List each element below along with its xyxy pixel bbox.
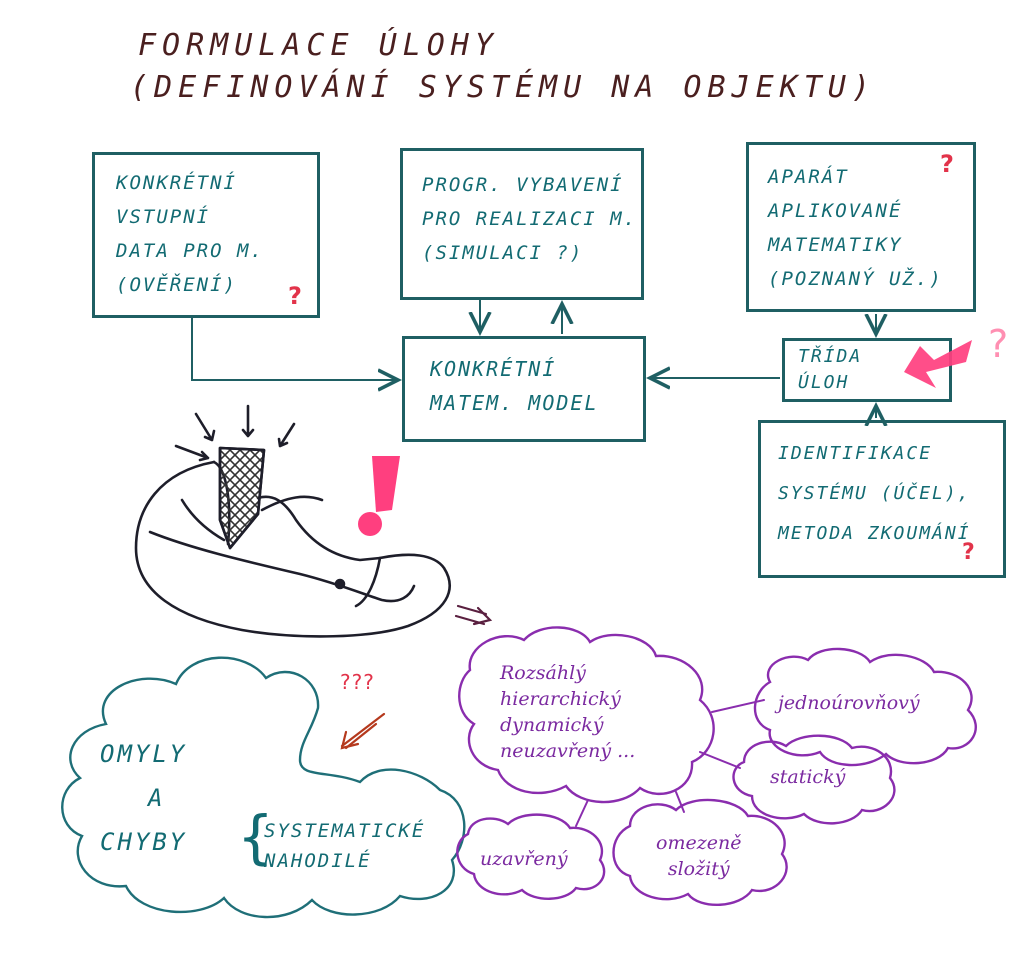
connector-input-to-model xyxy=(191,318,398,380)
shoe-drawing xyxy=(134,404,451,638)
limited-cloud xyxy=(612,798,788,906)
input-data-line: (OVĚŘENÍ) xyxy=(116,274,237,296)
model-line: KONKRÉTNÍ xyxy=(430,357,557,381)
closed-cloud xyxy=(456,813,606,900)
math-apparatus-line: APARÁT xyxy=(768,166,849,188)
errors-line: A xyxy=(148,784,166,812)
model-line: MATEM. MODEL xyxy=(430,391,599,415)
limited-line: omezeně xyxy=(656,832,742,854)
main-property-line: dynamický xyxy=(500,714,604,736)
input-data-line: VSTUPNÍ xyxy=(116,206,211,228)
errors-line: OMYLY xyxy=(100,740,188,768)
task-class-line: ÚLOH xyxy=(798,372,850,393)
task-class-question-mark: ? xyxy=(988,322,1009,366)
arrows-to-errors xyxy=(340,712,386,750)
closed-text: uzavřený xyxy=(480,848,568,870)
errors-cloud xyxy=(61,656,466,919)
software-line: PRO REALIZACI M. xyxy=(422,208,638,230)
math-apparatus-text: APARÁT APLIKOVANÉ MATEMATIKY (POZNANÝ UŽ… xyxy=(768,160,943,296)
input-data-question-mark: ? xyxy=(288,282,302,310)
input-data-text: KONKRÉTNÍ VSTUPNÍ DATA PRO M. (OVĚŘENÍ) xyxy=(116,166,264,302)
error-types: SYSTEMATICKÉ NAHODILÉ xyxy=(264,816,425,876)
software-line: (SIMULACI ?) xyxy=(422,242,584,264)
identification-line: METODA ZKOUMÁNÍ xyxy=(778,523,971,544)
limited-line: složitý xyxy=(667,858,730,880)
software-text: PROGR. VYBAVENÍ PRO REALIZACI M. (SIMULA… xyxy=(422,168,637,270)
model-box xyxy=(402,336,646,442)
errors-brace: { xyxy=(238,803,273,871)
task-class-box xyxy=(782,338,952,402)
limited-text: omezeně složitý xyxy=(656,830,741,882)
task-class-line: TŘÍDA xyxy=(798,346,863,367)
title-line-2: (DEFINOVÁNÍ SYSTÉMU NA OBJEKTU) xyxy=(130,70,876,105)
identification-line: IDENTIFIKACE xyxy=(778,443,933,464)
math-apparatus-line: MATEMATIKY xyxy=(768,234,903,256)
math-apparatus-question-mark: ? xyxy=(940,150,954,178)
triple-question-marks: ??? xyxy=(340,670,375,694)
main-property-line: neuzavřený ... xyxy=(500,740,636,762)
main-property-text: Rozsáhlý hierarchický dynamický neuzavře… xyxy=(500,660,635,764)
title-line-1: FORMULACE ÚLOHY xyxy=(138,28,499,63)
error-type-item: NAHODILÉ xyxy=(264,850,372,872)
input-data-box xyxy=(92,152,320,318)
static-text: statický xyxy=(770,766,846,788)
main-property-line: Rozsáhlý xyxy=(500,662,586,684)
one-level-text: jednoúrovňový xyxy=(778,692,920,714)
math-apparatus-box xyxy=(746,142,976,312)
pink-marker-arrow xyxy=(904,340,972,388)
error-type-item: SYSTEMATICKÉ xyxy=(264,820,426,842)
identification-question-mark: ? xyxy=(962,540,975,565)
exclamation-dot xyxy=(358,512,382,536)
implies-arrow xyxy=(454,604,493,626)
task-class-text: TŘÍDA ÚLOH xyxy=(798,344,862,396)
errors-line: CHYBY xyxy=(100,828,188,856)
input-data-line: KONKRÉTNÍ xyxy=(116,172,237,194)
model-text: KONKRÉTNÍ MATEM. MODEL xyxy=(430,352,599,420)
software-line: PROGR. VYBAVENÍ xyxy=(422,174,624,196)
one-level-cloud xyxy=(753,647,977,767)
identification-text: IDENTIFIKACE SYSTÉMU (ÚČEL), METODA ZKOU… xyxy=(778,434,971,554)
input-data-line: DATA PRO M. xyxy=(116,240,264,262)
main-property-line: hierarchický xyxy=(500,688,621,710)
math-apparatus-line: APLIKOVANÉ xyxy=(768,200,903,222)
math-apparatus-line: (POZNANÝ UŽ.) xyxy=(768,268,943,290)
errors-title: OMYLY A CHYBY xyxy=(100,732,187,864)
static-cloud xyxy=(732,734,896,825)
cloud-connectors xyxy=(575,699,765,827)
software-box xyxy=(400,148,644,300)
exclamation-stroke xyxy=(372,456,400,512)
main-property-cloud xyxy=(458,626,715,804)
identification-line: SYSTÉMU (ÚČEL), xyxy=(778,483,971,504)
